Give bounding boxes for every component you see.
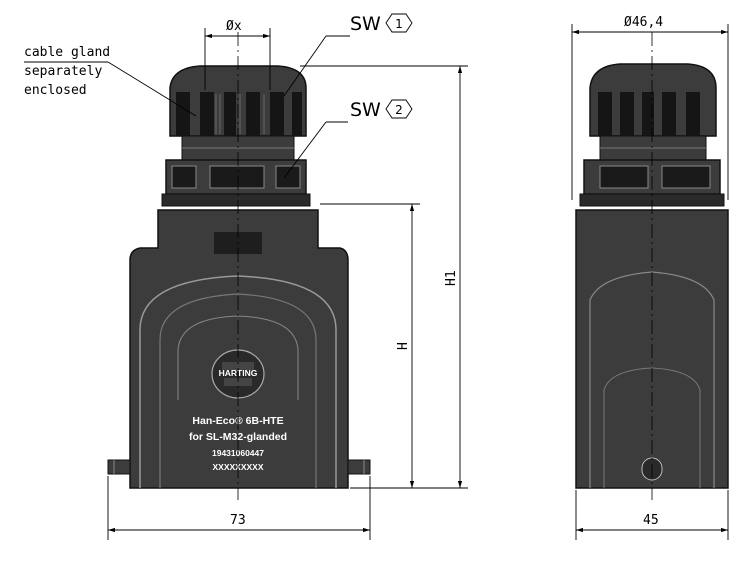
label-line-2: for SL-M32-glanded (189, 431, 287, 443)
sw2-label: SW (350, 99, 381, 121)
dim-h1: H1 (444, 270, 459, 286)
note-line-2: separately (24, 64, 102, 79)
front-housing (129, 209, 349, 489)
side-view (575, 32, 729, 500)
note-line-1: cable gland (24, 45, 110, 60)
sw1-label: SW (350, 13, 381, 35)
dim-diameter-x: Øx (226, 19, 242, 34)
dim-h: H (396, 342, 411, 350)
sw2-number-badge: 2 (385, 99, 413, 119)
front-mount-pegs (107, 459, 371, 475)
front-gland-cap (169, 65, 307, 137)
dim-diameter-46-4: Ø46,4 (624, 15, 663, 30)
front-gland-ribs (176, 92, 302, 136)
sw1-number-badge: 1 (385, 13, 413, 33)
note-line-3: enclosed (24, 83, 87, 98)
front-view: HARTING Han-Eco® 6B-HTE for SL-M32-gland… (107, 32, 371, 500)
front-flange (161, 193, 311, 207)
dim-width-45: 45 (643, 513, 659, 528)
dimension-lines (24, 24, 729, 540)
sw1-number: 1 (395, 17, 403, 31)
sw2-number: 2 (395, 103, 403, 117)
dim-width-73: 73 (230, 513, 246, 528)
